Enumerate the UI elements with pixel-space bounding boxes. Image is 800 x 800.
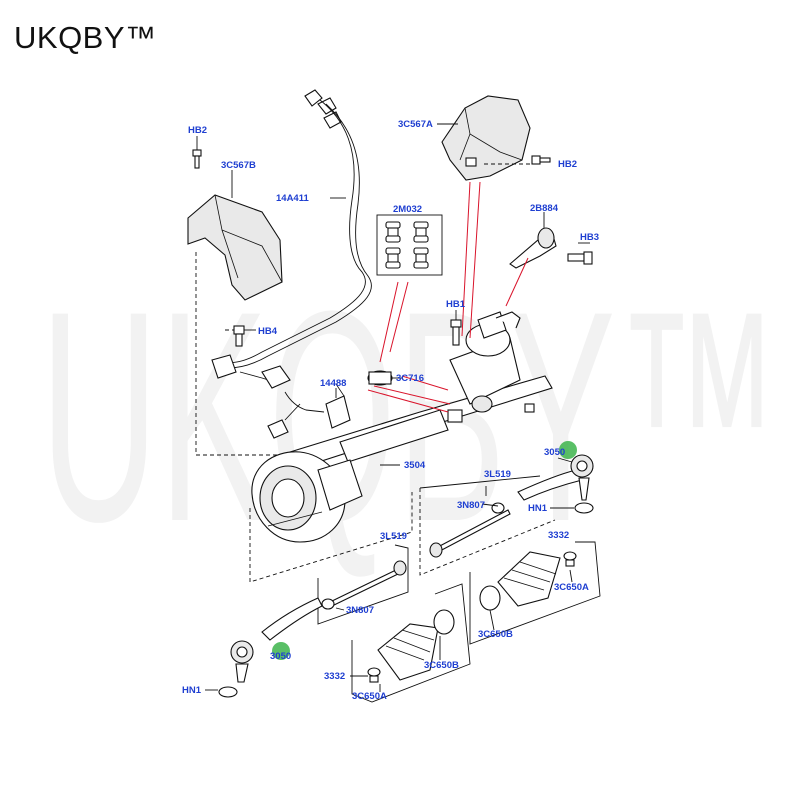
label-14a411: 14A411 xyxy=(276,193,309,204)
steering-rack-3504 xyxy=(251,181,553,543)
label-hb3: HB3 xyxy=(580,232,599,243)
label-3c567b: 3C567B xyxy=(221,160,256,171)
label-3c650a-left: 3C650A xyxy=(352,691,387,702)
part-labels: HB2 3C567B 14A411 3C567A HB2 2M032 2B884… xyxy=(182,119,599,702)
label-3050-left: 3050 xyxy=(270,651,291,662)
highlight-marker-left xyxy=(272,642,290,660)
label-3n807-right: 3N807 xyxy=(457,500,485,511)
label-hn1-right: HN1 xyxy=(528,503,548,514)
brand-logo-text: UKQBY™ xyxy=(14,20,157,55)
label-3c650b-right: 3C650B xyxy=(478,629,513,640)
label-3332-left: 3332 xyxy=(324,671,345,682)
label-14488: 14488 xyxy=(320,378,346,389)
label-3332-right: 3332 xyxy=(548,530,569,541)
wiring-harness-14a411 xyxy=(211,89,372,439)
label-hn1-left: HN1 xyxy=(182,685,202,696)
boot-kit-3332-left xyxy=(350,583,471,703)
label-hb4: HB4 xyxy=(258,326,278,337)
label-hb1: HB1 xyxy=(446,299,466,310)
bushing-kit-2m032 xyxy=(376,214,443,363)
tie-rod-end-3050-left xyxy=(205,597,323,698)
bolt-hb2-left xyxy=(192,136,202,169)
highlight-marker-right xyxy=(559,441,577,459)
label-2m032: 2M032 xyxy=(393,204,422,215)
dashed-group-lines xyxy=(195,252,556,583)
label-3l519-right: 3L519 xyxy=(484,469,511,480)
label-3c567a: 3C567A xyxy=(398,119,433,130)
tie-rod-end-3050-right xyxy=(517,454,594,514)
label-3504: 3504 xyxy=(404,460,426,471)
bolt-hb1 xyxy=(450,310,462,346)
label-3050-right: 3050 xyxy=(544,447,565,458)
lever-arm-2b884 xyxy=(505,212,593,307)
bolt-hb2-right xyxy=(484,155,551,165)
label-3c650b-left: 3C650B xyxy=(424,660,459,671)
label-3n807-left: 3N807 xyxy=(346,605,374,616)
label-3c650a-right: 3C650A xyxy=(554,582,589,593)
label-hb2-right: HB2 xyxy=(558,159,577,170)
module-14488 xyxy=(325,383,351,429)
label-3c716: 3C716 xyxy=(396,373,424,384)
boot-kit-3332-right xyxy=(469,541,601,645)
label-3l519-left: 3L519 xyxy=(380,531,407,542)
label-2b884: 2B884 xyxy=(530,203,559,214)
bolt-hb4 xyxy=(233,325,256,347)
heat-shield-3c567b xyxy=(187,170,283,301)
inner-tie-rod-3l519-right xyxy=(419,475,541,558)
label-hb2-left: HB2 xyxy=(188,125,207,136)
bushing-3c716 xyxy=(367,370,402,386)
heat-shield-3c567a xyxy=(437,95,531,181)
